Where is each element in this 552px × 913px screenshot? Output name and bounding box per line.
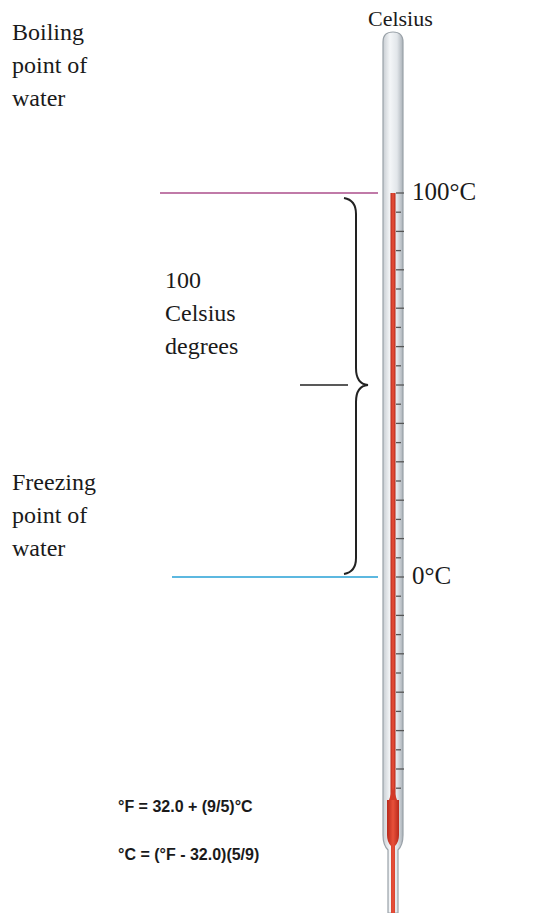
tick: [396, 308, 404, 309]
tick: [396, 442, 401, 443]
glass-tube: [383, 32, 403, 913]
tick: [396, 288, 401, 289]
tick: [396, 749, 401, 750]
tick: [396, 576, 404, 577]
tick: [396, 423, 404, 424]
bulb-tip: [389, 788, 397, 800]
tick: [396, 692, 404, 693]
tick: [396, 653, 404, 654]
tick: [396, 250, 401, 251]
tick: [396, 346, 404, 347]
temperature-value: 0°C: [412, 562, 451, 590]
tick: [396, 557, 401, 558]
tick: [396, 634, 401, 635]
mercury-column: [391, 193, 396, 833]
formula: °F = 32.0 + (9/5)°C: [118, 798, 253, 816]
tick: [396, 596, 401, 597]
tick: [396, 788, 401, 789]
boiling-label: Boiling point of water: [12, 16, 120, 115]
tick: [396, 269, 404, 270]
tick: [396, 730, 404, 731]
tick: [396, 500, 404, 501]
tick: [396, 461, 404, 462]
tick: [396, 711, 401, 712]
tick: [396, 519, 401, 520]
tick: [396, 538, 404, 539]
interval-label: 100 Celsius degrees: [165, 264, 269, 363]
tick: [396, 327, 401, 328]
tick: [396, 404, 401, 405]
tick: [396, 480, 401, 481]
tick: [396, 768, 404, 769]
tick: [396, 192, 404, 193]
bulb: [387, 800, 399, 913]
boiling-line: [160, 192, 378, 194]
tick: [396, 212, 401, 213]
tick: [396, 365, 401, 366]
tick: [396, 672, 401, 673]
formula: °C = (°F - 32.0)(5/9): [118, 846, 259, 864]
freezing-line: [172, 576, 378, 578]
tick: [396, 231, 404, 232]
bracket: [344, 198, 368, 574]
tick: [396, 384, 404, 385]
temperature-value: 100°C: [412, 178, 476, 206]
scale-ticks: [396, 193, 404, 788]
scale-title: Celsius: [368, 6, 433, 32]
freezing-label: Freezing point of water: [12, 466, 120, 565]
tick: [396, 615, 404, 616]
bracket-leader: [300, 384, 348, 386]
